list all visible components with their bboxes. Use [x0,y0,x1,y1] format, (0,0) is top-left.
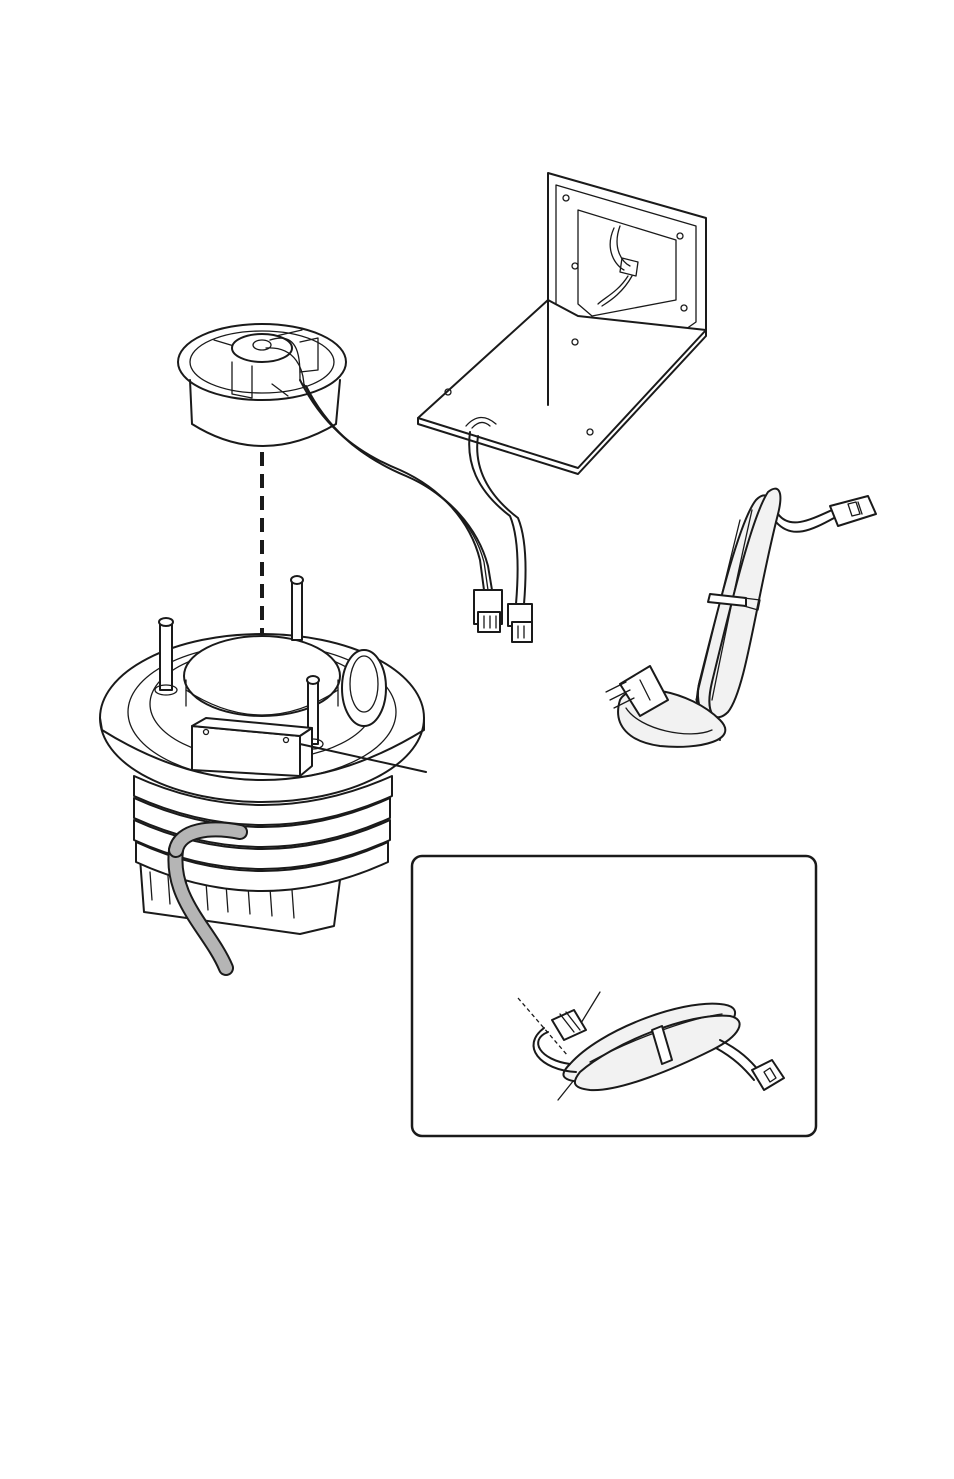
mounting-bracket [418,173,706,474]
fan-connector [474,590,502,632]
heatsink-assembly [100,576,426,968]
power-cable [606,489,876,747]
fan-assembly [178,324,492,590]
inset-box [412,856,816,1136]
